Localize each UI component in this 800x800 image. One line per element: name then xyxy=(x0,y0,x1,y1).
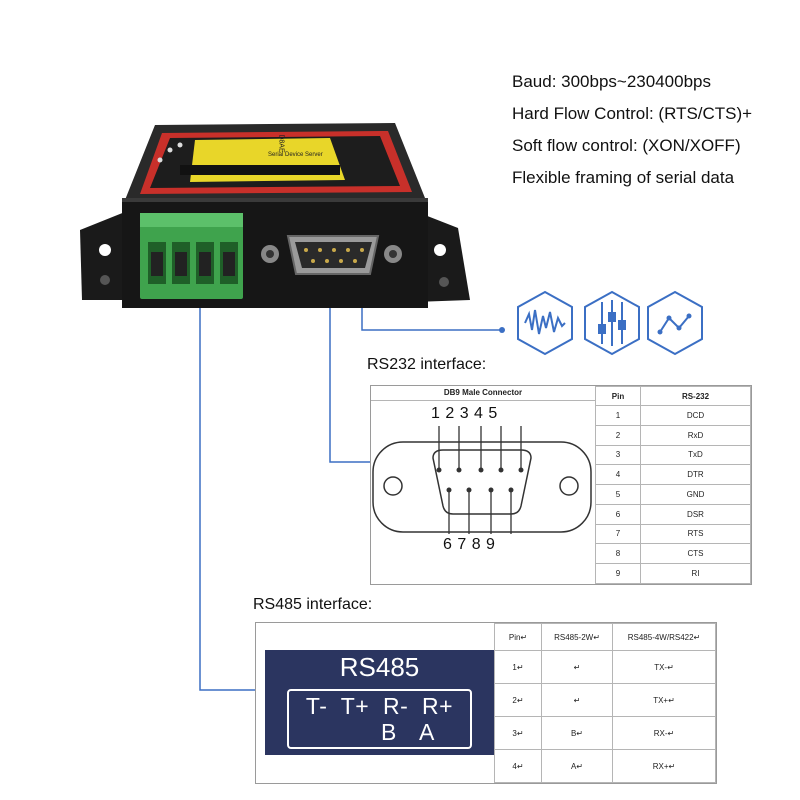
device-front-text: D8AE xyxy=(277,134,285,153)
pin-cell: 4↵ xyxy=(494,749,542,783)
rs232-pinout-panel: DB9 Male Connector 1 2 3 4 5 6 7 8 9 Pin xyxy=(370,385,752,585)
pin-cell: 4 xyxy=(595,464,641,486)
connector-dot xyxy=(499,327,505,333)
spec-hard-flow: Hard Flow Control: (RTS/CTS)+ xyxy=(512,104,753,123)
pin-cell: 3↵ xyxy=(494,716,542,750)
signal-cell: RI xyxy=(640,563,751,584)
db9-connector-drawing xyxy=(372,426,592,534)
rs485-pin-table: Pin↵ RS485-2W↵ RS485-4W/RS422↵ 1↵↵TX-↵ 2… xyxy=(494,623,716,783)
mounting-flange-left xyxy=(80,210,130,300)
table-row: 2↵↵TX+↵ xyxy=(494,683,716,717)
db9-bottom-pin-numbers: 6 7 8 9 xyxy=(443,536,495,553)
rs232-db9-line xyxy=(329,268,372,463)
signal-cell: TxD xyxy=(640,444,751,466)
signal-cell: DSR xyxy=(640,503,751,525)
signal-cell: DCD xyxy=(640,405,751,426)
rs485-line xyxy=(199,298,264,691)
db9-diagram: DB9 Male Connector 1 2 3 4 5 6 7 8 9 xyxy=(371,386,596,584)
rs485-2w-cell: B↵ xyxy=(541,716,613,750)
rs485-terminal-labels: T- T+ R- R+ xyxy=(305,693,454,719)
pin-cell: 2↵ xyxy=(494,683,542,717)
waveform-icon xyxy=(517,290,573,356)
rs485-panel-title: RS485 xyxy=(339,652,420,682)
rs485-header-4w: RS485-4W/RS422↵ xyxy=(612,623,716,651)
rs485-2w-cell: ↵ xyxy=(541,683,613,717)
table-row: 3↵B↵RX-↵ xyxy=(494,716,716,750)
rs232-title: RS232 interface: xyxy=(367,356,487,373)
db9-connector-label: DB9 Male Connector xyxy=(371,386,595,401)
rs485-header-pin: Pin↵ xyxy=(494,623,542,651)
db9-top-pin-numbers: 1 2 3 4 5 xyxy=(431,405,498,422)
pin-cell: 5 xyxy=(595,484,641,505)
rs485-4w-cell: RX-↵ xyxy=(612,716,716,750)
device-label-text: Serial Device Server xyxy=(268,152,323,158)
signal-cell: DTR xyxy=(640,464,751,486)
rs485-2w-cell: A↵ xyxy=(541,749,613,783)
rs485-header-2w: RS485-2W↵ xyxy=(541,623,613,651)
pin-cell: 1↵ xyxy=(494,650,542,684)
rs232-header-pin: Pin xyxy=(595,386,641,406)
spec-baud: Baud: 300bps~230400bps xyxy=(512,72,711,91)
pin-cell: 1 xyxy=(595,405,641,426)
rs485-terminal-panel: RS485 T- T+ R- R+ B A xyxy=(265,650,494,755)
rs485-4w-cell: TX-↵ xyxy=(612,650,716,684)
signal-cell: RxD xyxy=(640,424,751,446)
line-chart-icon xyxy=(647,290,703,356)
rs485-terminal-b: B xyxy=(381,719,397,745)
rs232-header-signal: RS-232 xyxy=(640,386,751,406)
pin-cell: 8 xyxy=(595,543,641,565)
pin-cell: 9 xyxy=(595,563,641,584)
signal-cell: RTS xyxy=(640,523,751,545)
table-row: 4↵A↵RX+↵ xyxy=(494,749,716,783)
terminal-block xyxy=(140,213,243,299)
rs485-title: RS485 interface: xyxy=(253,596,373,613)
rs485-2w-cell: ↵ xyxy=(541,650,613,684)
spec-soft-flow: Soft flow control: (XON/XOFF) xyxy=(512,136,741,155)
table-row: 1↵↵TX-↵ xyxy=(494,650,716,684)
table-header-row: Pin↵ RS485-2W↵ RS485-4W/RS422↵ xyxy=(494,623,716,651)
pin-cell: 6 xyxy=(595,503,641,525)
rs485-pinout-panel: RS485 T- T+ R- R+ B A Pin↵ RS485-2W↵ RS4… xyxy=(255,622,717,784)
spec-framing: Flexible framing of serial data xyxy=(512,168,735,187)
rs485-4w-cell: RX+↵ xyxy=(612,749,716,783)
rs485-terminal-a: A xyxy=(419,719,435,745)
signal-cell: CTS xyxy=(640,543,751,565)
table-header-row: Pin RS-232 xyxy=(595,386,751,406)
pin-cell: 3 xyxy=(595,444,641,466)
rs485-terminal-frame: T- T+ R- R+ B A xyxy=(287,689,472,749)
circuit-icon xyxy=(584,290,640,356)
pin-cell: 2 xyxy=(595,424,641,446)
rs485-4w-cell: TX+↵ xyxy=(612,683,716,717)
signal-cell: GND xyxy=(640,484,751,505)
pin-cell: 7 xyxy=(595,523,641,545)
db9-port xyxy=(261,235,402,275)
